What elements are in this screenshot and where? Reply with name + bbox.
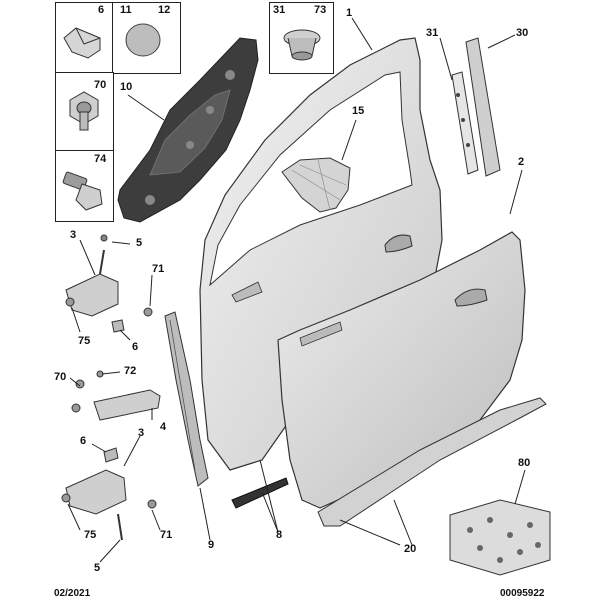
callout-74: 74 bbox=[94, 153, 107, 165]
door-seal-9 bbox=[164, 311, 209, 487]
callout-75-lower: 75 bbox=[84, 529, 97, 541]
callout-75-upper: 75 bbox=[78, 335, 91, 347]
callout-1: 1 bbox=[346, 7, 353, 19]
callout-70-nut: 70 bbox=[94, 79, 107, 91]
callout-31-grommet: 31 bbox=[273, 4, 286, 16]
callout-9: 9 bbox=[208, 539, 215, 551]
fastener-kit-80 bbox=[449, 499, 551, 576]
callout-72: 72 bbox=[124, 365, 137, 377]
door-outer-skin-2 bbox=[277, 231, 526, 509]
clip-part-6 bbox=[63, 27, 101, 59]
revision-date: 02/2021 bbox=[54, 588, 91, 599]
nut-part-70 bbox=[69, 91, 99, 131]
window-regulator-panel-10 bbox=[117, 37, 259, 223]
mirror-trim-15 bbox=[281, 157, 351, 213]
callout-11: 11 bbox=[120, 4, 132, 16]
callout-8: 8 bbox=[276, 529, 283, 541]
leader-lines bbox=[67, 17, 526, 563]
pillar-strip-31 bbox=[451, 71, 479, 175]
callout-2: 2 bbox=[518, 156, 525, 168]
callout-6-clip: 6 bbox=[98, 4, 105, 16]
callout-6-upper: 6 bbox=[132, 341, 139, 353]
callout-31-strip: 31 bbox=[426, 27, 439, 39]
callout-20: 20 bbox=[404, 543, 417, 555]
pillar-cover-30 bbox=[465, 37, 501, 177]
callout-71-upper: 71 bbox=[152, 263, 165, 275]
hinge-upper-3 bbox=[65, 234, 153, 333]
door-check-strap-4 bbox=[71, 370, 161, 421]
callout-73: 73 bbox=[314, 4, 327, 16]
callout-12: 12 bbox=[158, 4, 171, 16]
callout-30: 30 bbox=[516, 27, 529, 39]
callout-5-upper: 5 bbox=[136, 237, 143, 249]
diagram-reference: 00095922 bbox=[500, 588, 545, 599]
grommet-part-31-73 bbox=[283, 29, 321, 61]
callout-15: 15 bbox=[352, 105, 365, 117]
side-moulding-20 bbox=[317, 397, 547, 527]
callout-70-check: 70 bbox=[54, 371, 67, 383]
plug-part-11-12 bbox=[125, 23, 161, 57]
callout-5-lower: 5 bbox=[94, 562, 101, 574]
bolt-part-74 bbox=[62, 171, 103, 211]
callout-6-lower: 6 bbox=[80, 435, 87, 447]
callout-3-lower: 3 bbox=[138, 427, 145, 439]
weatherstrip-8 bbox=[231, 477, 289, 509]
callout-3-upper: 3 bbox=[70, 229, 77, 241]
callout-80: 80 bbox=[518, 457, 531, 469]
callout-4: 4 bbox=[160, 421, 167, 433]
hinge-lower-3 bbox=[61, 447, 157, 541]
callout-10: 10 bbox=[120, 81, 133, 93]
callout-71-lower: 71 bbox=[160, 529, 173, 541]
